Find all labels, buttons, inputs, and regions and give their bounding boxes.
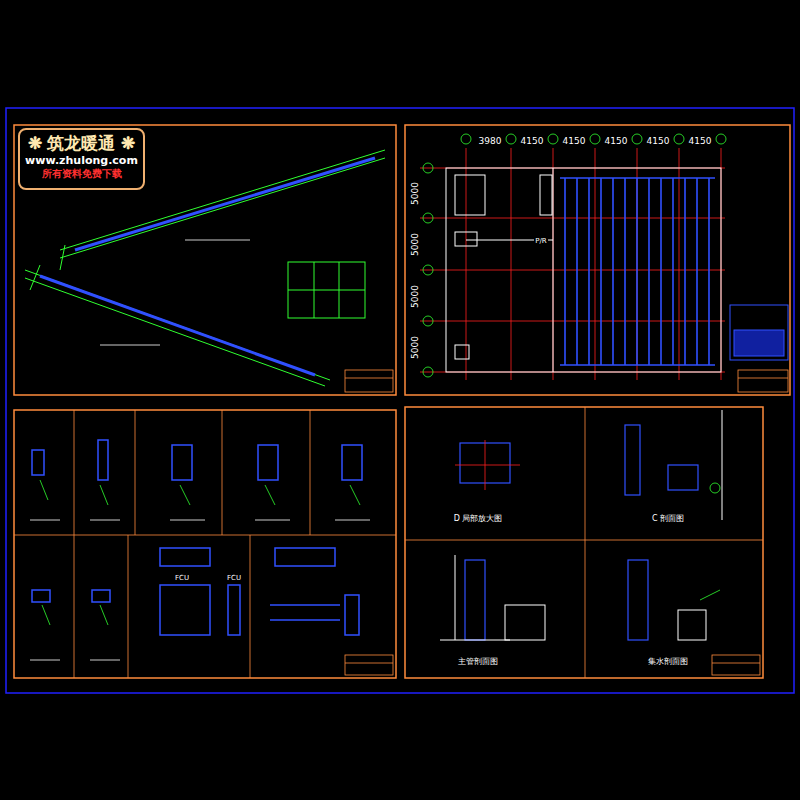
drawing-label: D 局部放大图 [453, 515, 504, 523]
drawing-label: 4150 [520, 137, 545, 146]
dimension-text: 5000 [411, 284, 420, 309]
drawing-label: C 剖面图 [651, 515, 685, 523]
drawing-label: P/R [534, 238, 547, 245]
drawing-label: 4150 [604, 137, 629, 146]
drawing-label: 集水剖面图 [647, 658, 689, 666]
dimension-text: 5000 [411, 181, 420, 206]
drawing-label: 4150 [688, 137, 713, 146]
logo-text: www.zhulong.com [24, 154, 139, 168]
drawing-label: 4150 [646, 137, 671, 146]
drawing-label: 4150 [562, 137, 587, 146]
drawing-label: FCU [226, 575, 242, 582]
dimension-text: 5000 [411, 232, 420, 257]
dimension-text: 5000 [411, 335, 420, 360]
drawing-label: 主管剖面图 [457, 658, 499, 666]
drawing-label: FCU [174, 575, 190, 582]
logo-text: 所有资料免费下载 [24, 168, 139, 181]
logo-box: ❋ 筑龙暖通 ❋www.zhulong.com所有资料免费下载 [18, 128, 145, 190]
drawing-label: 3980 [478, 137, 503, 146]
logo-text: ❋ 筑龙暖通 ❋ [24, 133, 139, 154]
